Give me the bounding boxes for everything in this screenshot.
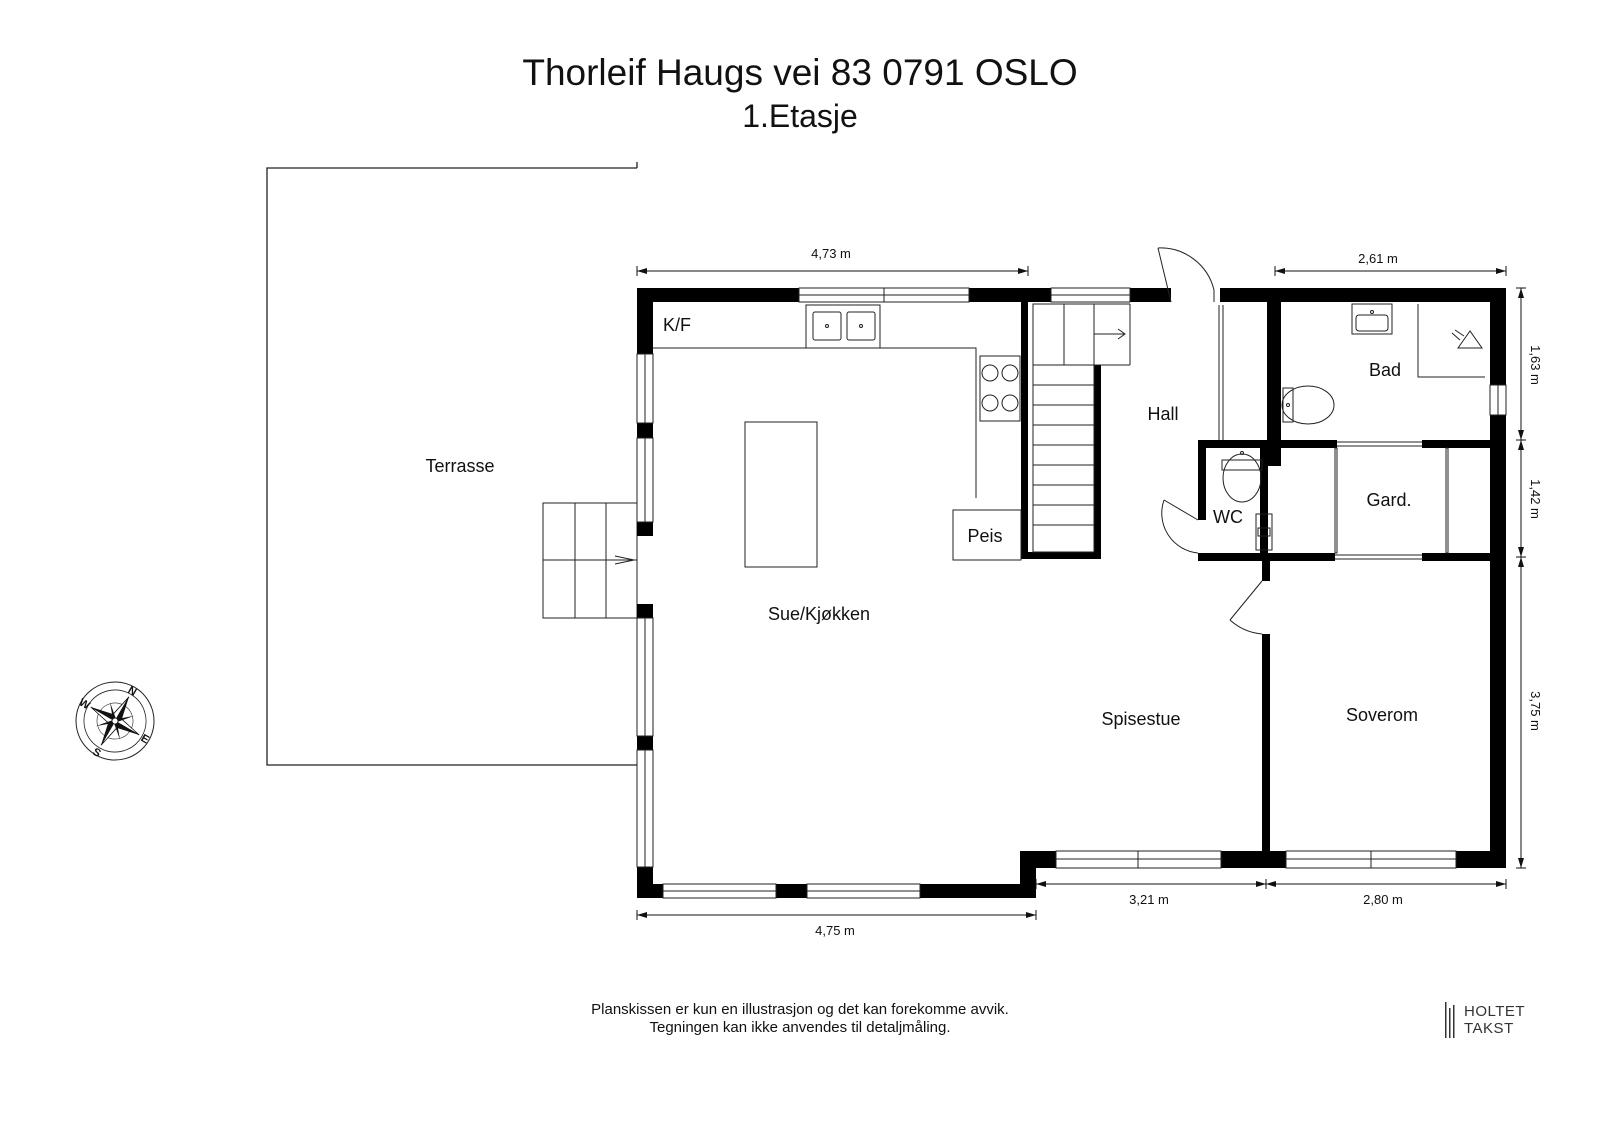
room-label-wc: WC <box>1213 507 1243 527</box>
room-label-peis: Peis <box>967 526 1002 546</box>
interior-walls <box>1021 288 1506 868</box>
staircase <box>1032 303 1131 553</box>
disclaimer-line-1: Planskissen er kun en illustrasjon og de… <box>591 1001 1009 1018</box>
room-label-stue: Sue/Kjøkken <box>768 604 870 624</box>
dim-right-mid: 1,42 m <box>1528 479 1543 519</box>
dim-top-left: 4,73 m <box>811 246 851 261</box>
room-label-kf: K/F <box>663 315 691 335</box>
room-labels: Terrasse K/F Peis Sue/Kjøkken Hall Bad W… <box>425 315 1418 729</box>
dim-right-top: 1,63 m <box>1528 345 1543 385</box>
sliding-doors <box>1218 305 1449 560</box>
room-label-bad: Bad <box>1369 360 1401 380</box>
dimension-labels: 4,73 m 2,61 m 1,63 m 1,42 m 3,75 m 3,21 … <box>811 246 1543 938</box>
logo-line-1: HOLTET <box>1464 1003 1526 1020</box>
plan-title: Thorleif Haugs vei 83 0791 OSLO <box>522 52 1078 93</box>
room-label-hall: Hall <box>1147 404 1178 424</box>
terrace-outline <box>266 162 638 766</box>
compass-w: W <box>77 697 93 713</box>
logo-bars-icon <box>1445 1002 1455 1038</box>
dim-bottom-right: 2,80 m <box>1363 892 1403 907</box>
room-label-spisestue: Spisestue <box>1101 709 1180 729</box>
room-label-terrasse: Terrasse <box>425 456 494 476</box>
dim-top-right: 2,61 m <box>1358 251 1398 266</box>
dimension-lines <box>636 266 1526 920</box>
dim-bottom-left: 4,75 m <box>815 923 855 938</box>
windows <box>636 287 1507 899</box>
doors <box>1157 247 1263 635</box>
bathroom-fixtures <box>1221 303 1485 551</box>
kitchen-fixtures <box>653 304 1022 568</box>
room-label-soverom: Soverom <box>1346 705 1418 725</box>
compass-n: N <box>126 684 139 698</box>
room-label-gard: Gard. <box>1366 490 1411 510</box>
dim-bottom-mid: 3,21 m <box>1129 892 1169 907</box>
disclaimer: Planskissen er kun en illustrasjon og de… <box>500 1001 1100 1037</box>
compass-icon: N E S W <box>75 681 155 761</box>
dimension-arrows <box>637 268 1524 918</box>
disclaimer-line-2: Tegningen kan ikke anvendes til detaljmå… <box>649 1019 951 1036</box>
logo-line-2: TAKST <box>1464 1020 1514 1037</box>
compass-s: S <box>90 746 102 760</box>
floor-subtitle: 1.Etasje <box>742 98 858 134</box>
dim-right-bottom: 3,75 m <box>1528 691 1543 731</box>
holtet-takst-logo: HOLTET TAKST <box>1444 1002 1525 1038</box>
terrace-steps <box>542 502 638 619</box>
